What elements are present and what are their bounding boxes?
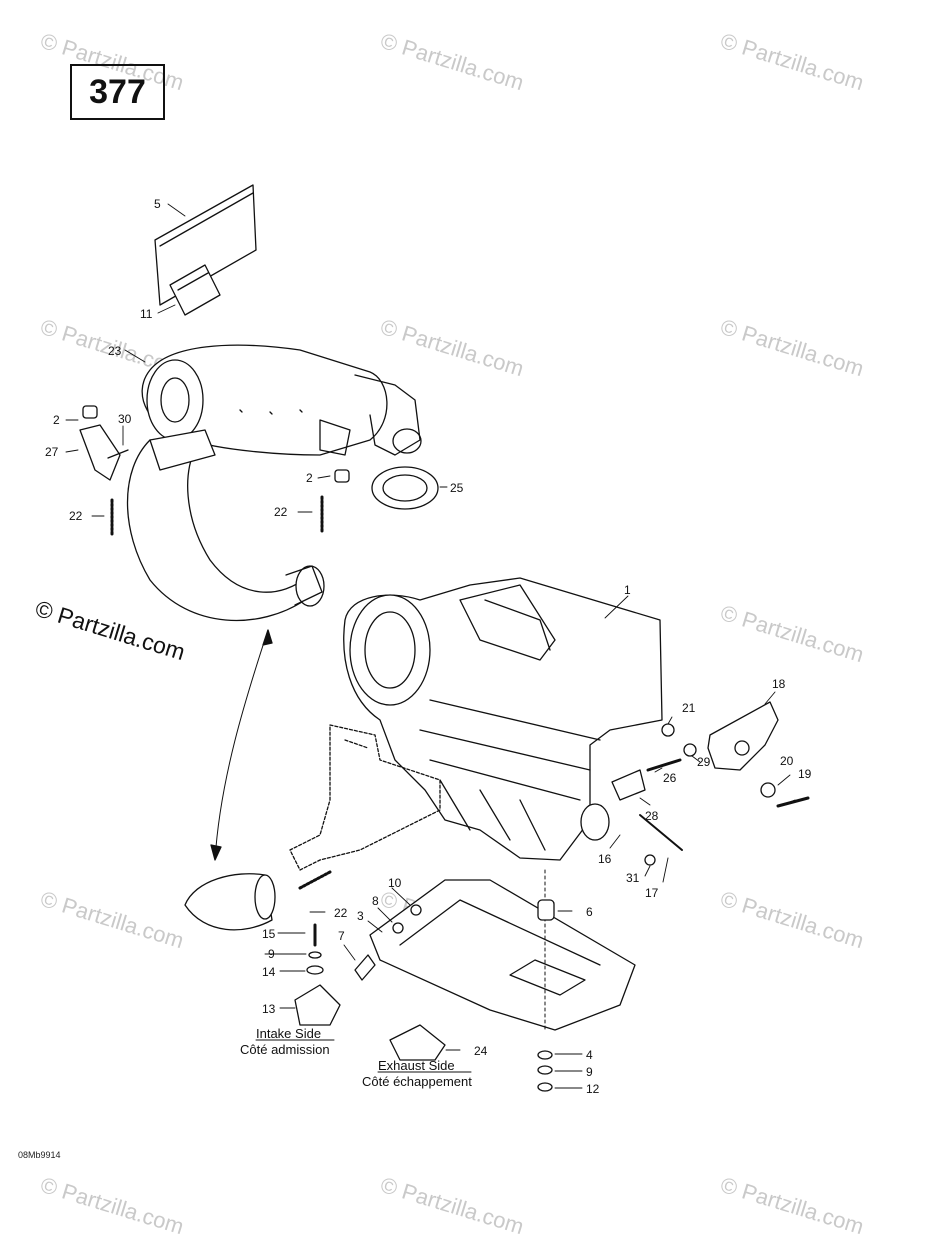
plate-part (707, 701, 779, 771)
intake-sleeve-part (184, 873, 276, 931)
callout-10: 10 (388, 876, 402, 890)
mount-bracket-part (294, 984, 341, 1026)
callout-7: 7 (338, 929, 345, 943)
intake-side-label-fr: Côté admission (240, 1042, 330, 1057)
callout-13: 13 (262, 1002, 276, 1016)
callout-25: 25 (450, 481, 464, 495)
callout-31: 31 (626, 871, 640, 885)
screw-part (107, 449, 129, 459)
mount-bracket-part (389, 1024, 446, 1061)
callout-22: 22 (274, 505, 288, 519)
bolt-part (639, 814, 683, 851)
intake-side-label: Intake Side (256, 1026, 321, 1041)
engine-part (343, 577, 663, 861)
callout-20: 20 (780, 754, 794, 768)
gasket-part (371, 466, 439, 510)
spacer-part (611, 769, 646, 801)
callout-1: 1 (624, 583, 631, 597)
callout-15: 15 (262, 927, 276, 941)
nut-part (410, 904, 422, 916)
nut-part (537, 1050, 553, 1060)
callout-9: 9 (268, 947, 275, 961)
parts-diagram-page: © Partzilla.com © Partzilla.com © Partzi… (18, 28, 867, 1239)
callout-11: 11 (140, 307, 153, 321)
nut-part (537, 1082, 553, 1092)
bracket-part (79, 424, 121, 481)
callout-9: 9 (586, 1065, 593, 1079)
callout-3: 3 (357, 909, 364, 923)
exhaust-side-label-fr: Côté échappement (362, 1074, 472, 1089)
washer-part (308, 951, 322, 959)
nut-part (644, 854, 656, 866)
callout-8: 8 (372, 894, 379, 908)
decal-part (154, 184, 257, 306)
plate-hole (734, 740, 750, 756)
callout-23: 23 (108, 344, 122, 358)
exhaust-manifold-part (289, 724, 441, 871)
small-decal-part (169, 264, 221, 316)
washer-part (306, 965, 324, 975)
bumper-part (82, 405, 350, 483)
callout-26: 26 (663, 771, 677, 785)
callout-22: 22 (69, 509, 83, 523)
callout-29: 29 (697, 755, 711, 769)
stud-part (646, 758, 682, 772)
spring-part (110, 495, 332, 890)
washer-part (683, 743, 697, 757)
callout-21: 21 (682, 701, 696, 715)
washer-part (760, 782, 776, 798)
callout-12: 12 (586, 1082, 600, 1096)
washer-part (537, 1065, 553, 1075)
callout-16: 16 (598, 852, 612, 866)
callout-2: 2 (53, 413, 60, 427)
callout-2: 2 (306, 471, 313, 485)
callout-19: 19 (798, 767, 812, 781)
callout-17: 17 (645, 886, 659, 900)
spacer-part (537, 899, 555, 921)
page-number: 377 (89, 72, 146, 111)
muffler-part (141, 344, 422, 456)
callout-22: 22 (334, 906, 348, 920)
washer-part (392, 922, 404, 934)
callout-18: 18 (772, 677, 786, 691)
callout-6: 6 (586, 905, 593, 919)
callout-24: 24 (474, 1044, 488, 1058)
rubber-mount-part (354, 954, 376, 981)
engine-support-part (369, 869, 636, 1031)
callout-27: 27 (45, 445, 59, 459)
callout-28: 28 (645, 809, 659, 823)
exploded-diagram: 5 11 23 2 27 30 22 2 22 25 1 21 18 20 19… (45, 184, 812, 1096)
callout-5: 5 (154, 197, 161, 211)
page-number-box: 377 (70, 64, 165, 120)
tuned-pipe-part (126, 429, 325, 622)
callout-30: 30 (118, 412, 132, 426)
callout-14: 14 (262, 965, 276, 979)
exhaust-side-label: Exhaust Side (378, 1058, 455, 1073)
nut-part (661, 723, 675, 737)
drawing-code: 08Mb9914 (18, 1150, 61, 1160)
callout-4: 4 (586, 1048, 593, 1062)
